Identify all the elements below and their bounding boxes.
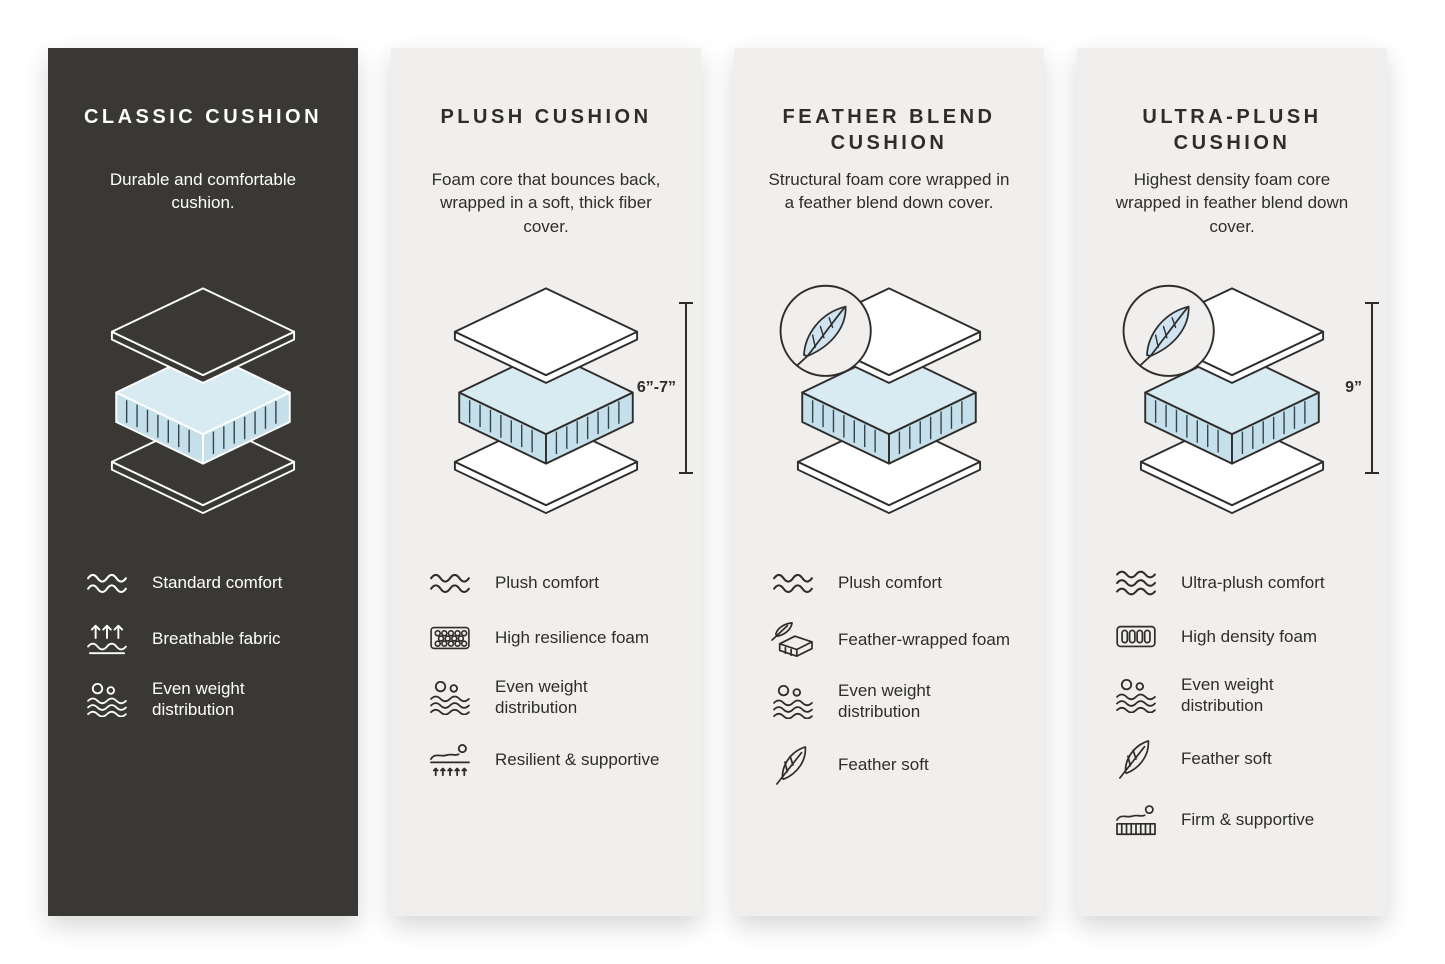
card-title: PLUSH CUSHION bbox=[440, 106, 652, 128]
dimension-label: 9” bbox=[1345, 379, 1362, 396]
feature-row: Breathable fabric bbox=[82, 621, 324, 657]
feature-label: Feather soft bbox=[1181, 748, 1272, 768]
dimension-label: 6”-7” bbox=[636, 379, 676, 396]
even-weight-icon bbox=[1111, 677, 1161, 714]
feature-row: Standard comfort bbox=[82, 566, 324, 600]
dimension-line bbox=[1365, 302, 1379, 474]
comfort-waves-icon bbox=[768, 566, 818, 600]
feature-label: Even weight distribution bbox=[152, 679, 245, 720]
even-weight-icon bbox=[82, 681, 132, 718]
card-description: Foam core that bounces back, wrapped in … bbox=[431, 170, 661, 236]
card-description: Highest density foam core wrapped in fea… bbox=[1115, 170, 1349, 236]
even-weight-icon bbox=[768, 683, 818, 720]
density-foam-icon bbox=[1111, 621, 1161, 653]
feature-label: Resilient & supportive bbox=[495, 749, 660, 769]
cushion-illustration: 6”-7” bbox=[391, 268, 701, 536]
feature-row: Feather soft bbox=[768, 744, 1010, 786]
card-title: FEATHER BLEND CUSHION bbox=[782, 106, 996, 154]
feature-label: Even weight distribution bbox=[495, 677, 588, 718]
feather-badge-icon bbox=[779, 284, 872, 377]
cushion-layers-illustration bbox=[1122, 284, 1325, 515]
feature-row: Even weight distribution bbox=[425, 676, 667, 719]
feature-label: Even weight distribution bbox=[1181, 675, 1274, 716]
feature-row: Even weight distribution bbox=[1111, 674, 1353, 717]
cushion-layers-illustration bbox=[110, 287, 296, 515]
feature-list: Ultra-plush comfort High density foam Ev… bbox=[1111, 566, 1353, 839]
dimension-marker: 9” bbox=[1345, 302, 1379, 474]
firm-supportive-icon bbox=[1111, 801, 1161, 839]
feature-label: Firm & supportive bbox=[1181, 809, 1315, 829]
breathable-fabric-icon bbox=[82, 621, 132, 657]
even-weight-icon bbox=[425, 679, 475, 716]
feature-label: High resilience foam bbox=[495, 628, 650, 648]
feature-row: High resilience foam bbox=[425, 621, 667, 655]
feature-list: Standard comfort Breathable fabric Even … bbox=[82, 566, 324, 721]
feature-label: Feather soft bbox=[838, 754, 929, 774]
card-description: Durable and comfortable cushion. bbox=[109, 170, 297, 213]
feature-label: Plush comfort bbox=[495, 573, 599, 593]
feature-label: Standard comfort bbox=[152, 573, 283, 593]
card-description: Structural foam core wrapped in a feathe… bbox=[768, 170, 1010, 213]
card-plush-cushion: PLUSH CUSHION Foam core that bounces bac… bbox=[391, 48, 701, 916]
feature-label: Breathable fabric bbox=[152, 629, 281, 649]
card-title: ULTRA-PLUSH CUSHION bbox=[1142, 106, 1322, 154]
card-title: CLASSIC CUSHION bbox=[83, 106, 323, 128]
feather-wrapped-foam-icon bbox=[768, 621, 818, 659]
feature-label: Feather-wrapped foam bbox=[838, 630, 1010, 650]
feature-row: Feather-wrapped foam bbox=[768, 621, 1010, 659]
cushion-illustration bbox=[48, 268, 358, 536]
resilience-foam-icon bbox=[425, 621, 475, 655]
feature-row: Even weight distribution bbox=[768, 680, 1010, 723]
feature-row: Feather soft bbox=[1111, 738, 1353, 780]
cushion-layers-illustration bbox=[779, 284, 982, 515]
feature-list: Plush comfort Feather-wrapped foam Even … bbox=[768, 566, 1010, 786]
feature-row: Resilient & supportive bbox=[425, 740, 667, 780]
cushion-illustration: 9” bbox=[1077, 268, 1387, 536]
card-classic-cushion: CLASSIC CUSHION Durable and comfortable … bbox=[48, 48, 358, 916]
feather-icon bbox=[1111, 738, 1161, 780]
comfort-waves-icon bbox=[425, 566, 475, 600]
feather-icon bbox=[768, 744, 818, 786]
dimension-marker: 6”-7” bbox=[636, 302, 693, 474]
feature-row: Firm & supportive bbox=[1111, 801, 1353, 839]
feature-label: Plush comfort bbox=[838, 573, 942, 593]
feature-row: High density foam bbox=[1111, 621, 1353, 653]
card-ultra-plush-cushion: ULTRA-PLUSH CUSHION Highest density foam… bbox=[1077, 48, 1387, 916]
card-feather-blend-cushion: FEATHER BLEND CUSHION Structural foam co… bbox=[734, 48, 1044, 916]
resilient-supportive-icon bbox=[425, 740, 475, 780]
feature-label: High density foam bbox=[1181, 627, 1318, 647]
dimension-line bbox=[679, 302, 693, 474]
feature-row: Plush comfort bbox=[425, 566, 667, 600]
feature-label: Ultra-plush comfort bbox=[1181, 573, 1325, 593]
feature-row: Even weight distribution bbox=[82, 678, 324, 721]
cushion-illustration bbox=[734, 268, 1044, 536]
comfort-waves3-icon bbox=[1111, 566, 1161, 600]
feature-row: Ultra-plush comfort bbox=[1111, 566, 1353, 600]
feather-badge-icon bbox=[1122, 284, 1215, 377]
cushion-layers-illustration bbox=[453, 287, 639, 515]
feature-row: Plush comfort bbox=[768, 566, 1010, 600]
feature-list: Plush comfort High resilience foam Even … bbox=[425, 566, 667, 780]
feature-label: Even weight distribution bbox=[838, 681, 931, 722]
comfort-waves-icon bbox=[82, 566, 132, 600]
